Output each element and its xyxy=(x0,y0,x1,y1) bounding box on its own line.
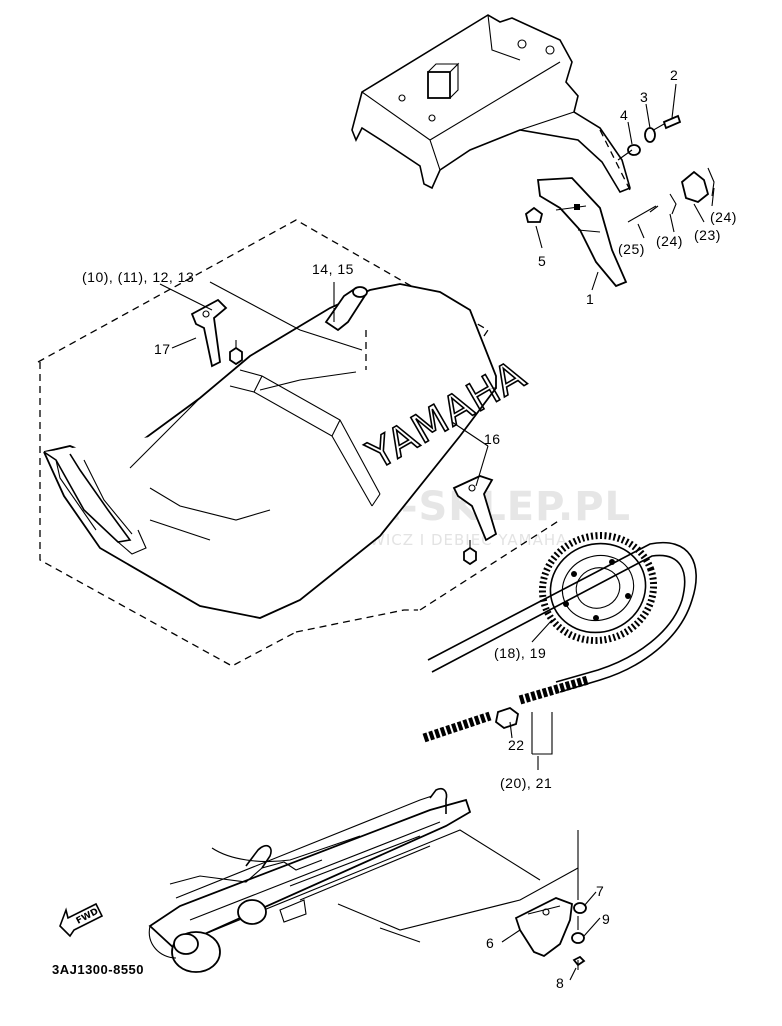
label-part-5: 5 xyxy=(538,253,546,269)
seat-hook xyxy=(324,286,368,370)
label-part-6: 6 xyxy=(486,935,494,951)
label-part-4: 4 xyxy=(620,107,628,123)
label-part-1: 1 xyxy=(586,291,594,307)
label-part-25: (25) xyxy=(618,241,645,257)
swingarm xyxy=(148,787,579,973)
label-parts-20-21: (20), 21 xyxy=(500,775,552,791)
chain-segments xyxy=(422,675,590,743)
washer-icon xyxy=(644,127,656,143)
bolt-icon xyxy=(662,114,682,130)
bracket-plate xyxy=(680,170,710,204)
label-parts-18-19: (18), 19 xyxy=(494,645,546,661)
label-parts-14-15: 14, 15 xyxy=(312,261,354,277)
label-part-7: 7 xyxy=(596,883,604,899)
bolt-icon-8 xyxy=(572,955,586,967)
bolt-icon-17 xyxy=(229,346,243,366)
drawing-code: 3AJ1300-8550 xyxy=(52,962,144,977)
label-part-16: 16 xyxy=(484,431,501,447)
seat: YAMAHA xyxy=(43,283,535,619)
washer-icon-2 xyxy=(627,144,641,156)
label-parts-10-13: (10), (11), 12, 13 xyxy=(82,269,194,285)
label-part-24-left: (24) xyxy=(656,233,683,249)
label-part-22: 22 xyxy=(508,737,525,753)
label-part-9: 9 xyxy=(602,911,610,927)
license-bracket-parts xyxy=(627,167,715,223)
chain-guard xyxy=(514,830,587,970)
seat-bracket-rear xyxy=(452,475,498,566)
label-part-8: 8 xyxy=(556,975,564,991)
part-number-labels: 2 3 4 5 1 (24) (23) (24) (25) (10), (11)… xyxy=(52,67,737,991)
collar-icon xyxy=(573,902,587,914)
label-part-24-right: (24) xyxy=(710,209,737,225)
label-part-23: (23) xyxy=(694,227,721,243)
bolt-icon-16 xyxy=(463,546,477,566)
label-part-3: 3 xyxy=(640,89,648,105)
label-part-2: 2 xyxy=(670,67,678,83)
washer-icon-9 xyxy=(571,932,585,944)
leader-lines xyxy=(159,83,715,981)
label-part-17: 17 xyxy=(154,341,171,357)
seat-bracket-front xyxy=(190,298,243,368)
nut-icon xyxy=(524,206,544,223)
drive-chain-loop xyxy=(427,541,697,693)
mudguard-flap xyxy=(524,177,628,288)
chain-master-link xyxy=(495,706,519,730)
forward-arrow-icon: FWD xyxy=(59,902,104,938)
frame-stud xyxy=(427,71,451,99)
rear-frame-bracket xyxy=(351,14,631,193)
